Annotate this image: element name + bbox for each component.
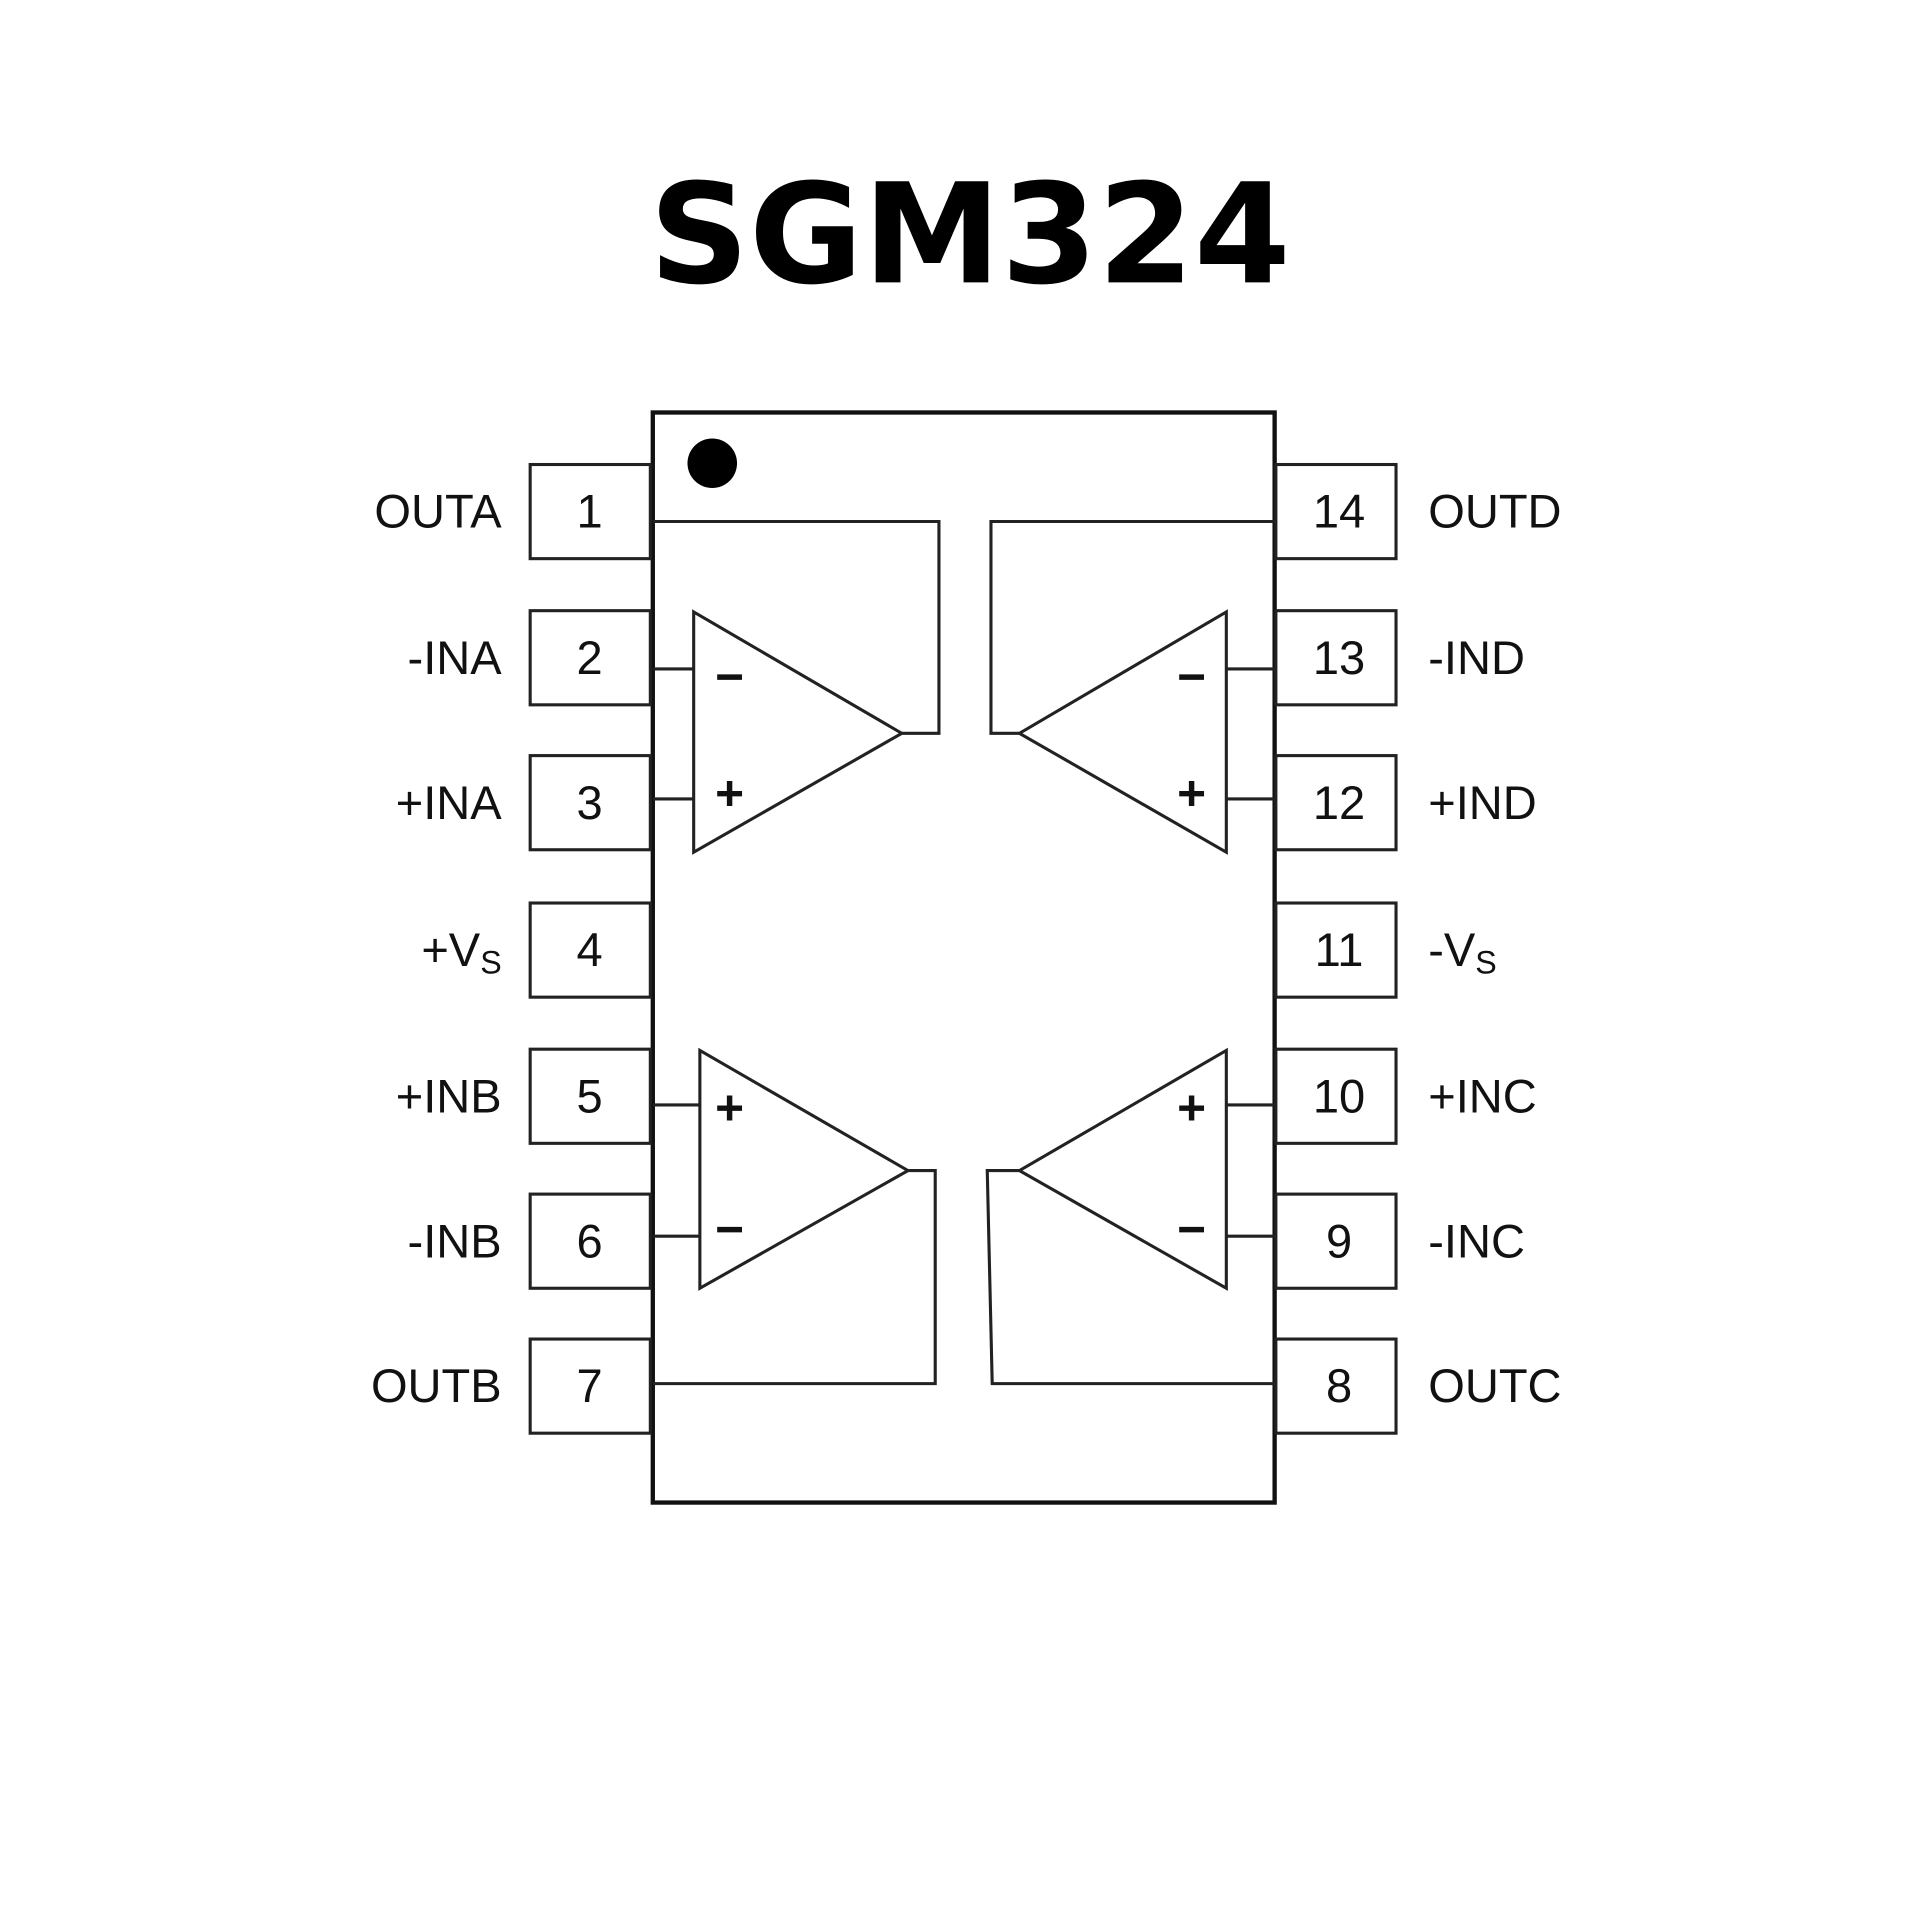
pin-number: 12 (1313, 776, 1365, 829)
wire (652, 519, 941, 735)
pin-box (1274, 1337, 1398, 1435)
pin-1: 1 OUTA (374, 462, 652, 561)
pin-box (1274, 609, 1398, 707)
pin-number: 1 (577, 485, 603, 538)
pin-box (528, 462, 652, 561)
pin-label-text: -INC (1428, 1214, 1525, 1267)
pin-label-text: -INA (408, 631, 503, 684)
pin-label: OUTB (371, 1359, 502, 1412)
pin1-indicator-dot (687, 438, 738, 489)
pin-box (1274, 462, 1398, 561)
plus-sign: + (1177, 1081, 1206, 1136)
pin-number: 11 (1315, 923, 1364, 976)
plus-sign: + (715, 1081, 744, 1136)
pin-label-text: -IND (1428, 631, 1525, 684)
pin-number: 7 (577, 1359, 603, 1412)
pin-9: 9 -INC (1274, 1192, 1525, 1290)
opamp-c: + − (985, 1047, 1275, 1386)
pin-number: 6 (577, 1214, 603, 1267)
pin-number: 10 (1313, 1069, 1365, 1122)
opamp-a: − + (652, 519, 941, 855)
pin-label: -INB (408, 1214, 502, 1267)
pin-6: 6 -INB (408, 1192, 652, 1290)
pin-label-text: OUTD (1428, 485, 1561, 538)
plus-sign: + (1177, 766, 1206, 821)
pin-label: +INB (396, 1069, 502, 1122)
pin-label-text: +IND (1428, 776, 1537, 829)
pin-number: 2 (577, 631, 603, 684)
pin-number: 8 (1326, 1359, 1352, 1412)
pin-2: 2 -INA (408, 609, 652, 707)
pin-box (528, 754, 652, 852)
pin-label: -VS (1428, 923, 1497, 980)
pin-label-text: OUTB (371, 1359, 502, 1412)
pin-label-subscript: S (480, 945, 501, 981)
minus-sign: − (715, 650, 744, 705)
pin-11: 11 -VS (1274, 901, 1497, 999)
pin-label-text: +INB (396, 1069, 502, 1122)
pin-label-text: -V (1428, 923, 1476, 976)
plus-sign: + (715, 766, 744, 821)
pin-label-text: +INA (396, 776, 503, 829)
pin-label-text: OUTA (374, 485, 502, 538)
pin-box (528, 1047, 652, 1145)
wire (989, 519, 1275, 735)
pin-label: OUTA (374, 485, 502, 538)
pin-box (528, 901, 652, 999)
pin-8: 8 OUTC (1274, 1337, 1562, 1435)
minus-sign: − (1177, 650, 1206, 705)
minus-sign: − (1177, 1202, 1206, 1257)
pin-label: +INC (1428, 1069, 1537, 1122)
pin-4: 4 +VS (421, 901, 652, 999)
pin-number: 14 (1313, 485, 1365, 538)
pin-label-text: +INC (1428, 1069, 1537, 1122)
pin-number: 3 (577, 776, 603, 829)
pin-label: -IND (1428, 631, 1525, 684)
pin-label: OUTD (1428, 485, 1561, 538)
pin-label-text: +V (421, 923, 480, 976)
opamp-b: + − (652, 1047, 937, 1386)
pin-label-text: OUTC (1428, 1359, 1561, 1412)
pin-number: 9 (1326, 1214, 1352, 1267)
opamp-c-triangle (1016, 1047, 1228, 1291)
chip-body (650, 410, 1277, 1505)
pin-label: +VS (421, 923, 501, 980)
pin-label-text: -INB (408, 1214, 502, 1267)
opamp-d-triangle (1016, 609, 1228, 855)
opamp-a-triangle (692, 609, 905, 855)
pin-10: 10 +INC (1274, 1047, 1537, 1145)
wire (652, 1169, 937, 1386)
pin-label: +IND (1428, 776, 1537, 829)
pin-13: 13 -IND (1274, 609, 1525, 707)
pin-7: 7 OUTB (371, 1337, 652, 1435)
wire (985, 1169, 1275, 1386)
pin-box (1274, 1047, 1398, 1145)
pin-number: 5 (577, 1069, 603, 1122)
pin-number: 4 (577, 923, 603, 976)
pin-box (528, 1337, 652, 1435)
pin-box (1274, 754, 1398, 852)
pin-box (528, 609, 652, 707)
pin-label-subscript: S (1475, 945, 1496, 981)
pin-number: 13 (1313, 631, 1365, 684)
pin-box (1274, 901, 1398, 999)
opamp-d: − + (989, 519, 1275, 855)
opamp-b-triangle (698, 1047, 912, 1291)
pin-label: +INA (396, 776, 503, 829)
pin-12: 12 +IND (1274, 754, 1537, 852)
pin-5: 5 +INB (396, 1047, 652, 1145)
pin-14: 14 OUTD (1274, 462, 1562, 561)
pin-label: OUTC (1428, 1359, 1561, 1412)
chip-title: SGM324 (649, 153, 1290, 315)
pin-label: -INA (408, 631, 503, 684)
pin-box (528, 1192, 652, 1290)
minus-sign: − (715, 1202, 744, 1257)
pin-box (1274, 1192, 1398, 1290)
pin-3: 3 +INA (396, 754, 652, 852)
pin-label: -INC (1428, 1214, 1525, 1267)
